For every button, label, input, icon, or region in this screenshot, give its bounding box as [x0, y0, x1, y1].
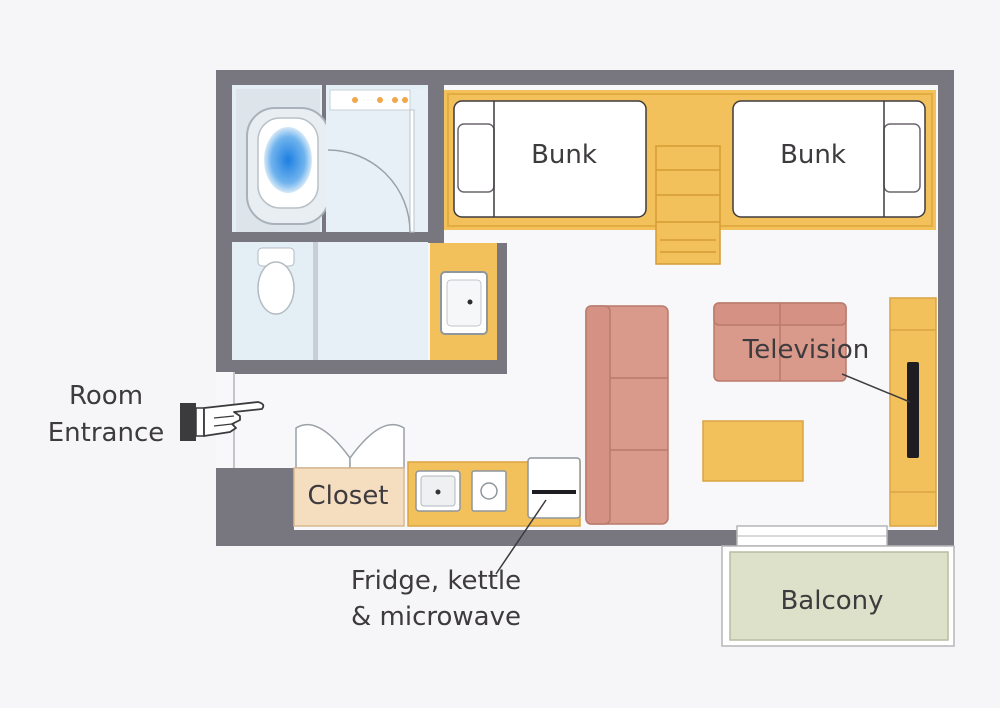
coffee-table: [702, 420, 804, 482]
shower-room: [318, 242, 428, 360]
interior-wall: [232, 232, 428, 242]
vanity-knob: [377, 97, 383, 103]
closet-label: Closet: [307, 481, 389, 511]
vanity-knob: [352, 97, 358, 103]
bunk-label-left: Bunk: [531, 140, 597, 170]
fridge: [527, 457, 581, 519]
pointing-hand-icon: [180, 401, 265, 441]
closet-door-swing: [349, 423, 405, 469]
sink-drain: [467, 299, 473, 305]
sofa-arm: [585, 305, 611, 525]
wall-block: [216, 468, 294, 530]
washroom-door: [409, 109, 415, 233]
television-leader-line: [841, 373, 911, 403]
bed-left: [453, 100, 647, 218]
fridge-leader-line: [495, 499, 547, 575]
fridge-label-line1: Fridge, kettle: [350, 566, 522, 596]
cooktop-burner: [480, 482, 498, 500]
closet: [293, 467, 405, 527]
television-screen: [907, 362, 919, 458]
fridge-label-line2: & microwave: [351, 602, 521, 632]
cooktop: [471, 470, 507, 512]
pillow-right: [883, 123, 921, 193]
room-entrance-label-line2: Entrance: [47, 418, 165, 448]
kitchen-sink-drain: [435, 489, 441, 495]
door-swing-arc: [327, 149, 411, 233]
vanity-counter: [329, 89, 411, 111]
interior-wall: [497, 243, 507, 374]
vanity-knob: [402, 97, 408, 103]
balcony-label: Balcony: [780, 586, 884, 616]
bathtub-water: [264, 127, 312, 193]
interior-wall: [313, 242, 318, 360]
sink-basin: [446, 279, 482, 327]
bed-right: [732, 100, 926, 218]
interior-wall: [232, 360, 502, 374]
bunk-label-right: Bunk: [780, 140, 846, 170]
balcony: [729, 551, 949, 641]
fridge-door: [532, 490, 576, 494]
pillow-left: [457, 123, 495, 193]
ladder: [655, 145, 721, 265]
room-entrance-label-line1: Room: [68, 381, 144, 411]
toilet-bowl: [257, 261, 295, 315]
vanity-knob: [392, 97, 398, 103]
television-label: Television: [742, 335, 870, 365]
interior-wall: [428, 85, 444, 243]
